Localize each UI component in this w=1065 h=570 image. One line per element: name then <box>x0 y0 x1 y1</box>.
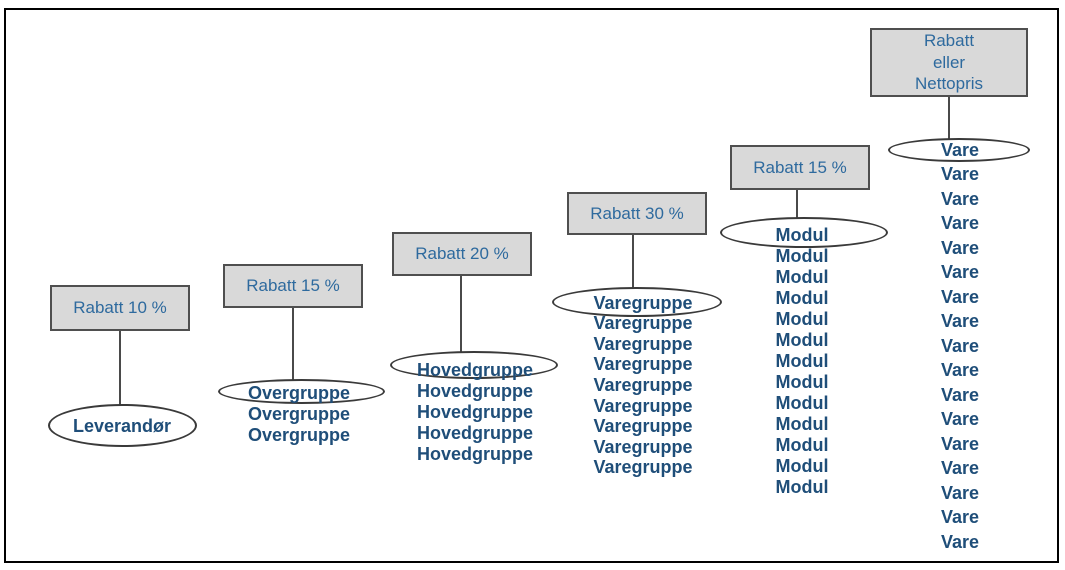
discount-box-label: Rabatt 15 % <box>753 157 847 177</box>
leverandor-ellipse <box>48 404 197 447</box>
overgruppe-ellipse <box>218 379 385 404</box>
level-label-modul: Modul <box>775 350 829 371</box>
level-label-vare: Vare <box>940 360 980 381</box>
discount-box-hovedgruppe: Rabatt 20 % <box>392 232 532 276</box>
level-label-overgruppe: Overgruppe <box>247 403 351 424</box>
level-label-modul: Modul <box>775 371 829 392</box>
discount-box-label: eller <box>932 52 966 72</box>
level-label-overgruppe: Overgruppe <box>247 382 351 403</box>
level-label-modul: Modul <box>775 266 829 287</box>
level-label-vare: Vare <box>940 458 980 479</box>
level-label-modul: Modul <box>775 287 829 308</box>
connector-line-leverandor <box>119 331 121 405</box>
discount-box-leverandor: Rabatt 10 % <box>50 285 190 331</box>
discount-box-label: Nettopris <box>914 74 984 94</box>
level-label-modul: Modul <box>775 392 829 413</box>
level-label-varegruppe: Varegruppe <box>593 292 693 313</box>
level-label-vare: Vare <box>940 286 980 307</box>
level-label-vare: Vare <box>940 507 980 528</box>
level-label-hovedgruppe: Hovedgruppe <box>416 443 533 464</box>
discount-box-label: Rabatt <box>923 31 975 51</box>
level-label-varegruppe: Varegruppe <box>593 416 693 437</box>
level-label-leverandor: Leverandør <box>72 415 172 436</box>
level-label-vare: Vare <box>940 335 980 356</box>
level-label-modul: Modul <box>775 455 829 476</box>
discount-box-varegruppe: Rabatt 30 % <box>567 192 707 235</box>
level-label-varegruppe: Varegruppe <box>593 375 693 396</box>
discount-box-label: Rabatt 10 % <box>73 298 167 318</box>
level-label-modul: Modul <box>775 434 829 455</box>
connector-line-overgruppe <box>292 308 294 380</box>
connector-line-vare <box>948 97 950 139</box>
level-label-hovedgruppe: Hovedgruppe <box>416 380 533 401</box>
level-label-vare: Vare <box>940 409 980 430</box>
level-label-overgruppe: Overgruppe <box>247 424 351 445</box>
discount-box-overgruppe: Rabatt 15 % <box>223 264 363 308</box>
level-label-vare: Vare <box>940 164 980 185</box>
level-label-vare: Vare <box>940 384 980 405</box>
discount-box-modul: Rabatt 15 % <box>730 145 870 190</box>
level-label-modul: Modul <box>775 245 829 266</box>
connector-line-modul <box>796 190 798 218</box>
level-label-hovedgruppe: Hovedgruppe <box>416 422 533 443</box>
vare-ellipse <box>888 138 1030 162</box>
level-label-modul: Modul <box>775 413 829 434</box>
level-label-vare: Vare <box>940 188 980 209</box>
level-label-modul: Modul <box>775 476 829 497</box>
discount-box-label: Rabatt 30 % <box>590 203 684 223</box>
level-label-varegruppe: Varegruppe <box>593 395 693 416</box>
discount-box-label: Rabatt 20 % <box>415 244 509 264</box>
level-label-vare: Vare <box>940 311 980 332</box>
level-list-leverandor: Leverandør <box>22 416 222 437</box>
level-label-vare: Vare <box>940 213 980 234</box>
level-label-varegruppe: Varegruppe <box>593 333 693 354</box>
modul-ellipse <box>720 217 888 248</box>
level-label-varegruppe: Varegruppe <box>593 436 693 457</box>
level-label-modul: Modul <box>775 308 829 329</box>
level-label-varegruppe: Varegruppe <box>593 354 693 375</box>
level-label-varegruppe: Varegruppe <box>593 457 693 478</box>
level-label-vare: Vare <box>940 237 980 258</box>
level-label-hovedgruppe: Hovedgruppe <box>416 401 533 422</box>
hovedgruppe-ellipse <box>390 351 558 379</box>
level-label-vare: Vare <box>940 482 980 503</box>
level-label-vare: Vare <box>940 531 980 552</box>
level-label-hovedgruppe: Hovedgruppe <box>416 359 533 380</box>
discount-box-label: Rabatt 15 % <box>246 276 340 296</box>
varegruppe-ellipse <box>552 287 722 317</box>
connector-line-hovedgruppe <box>460 276 462 352</box>
level-label-varegruppe: Varegruppe <box>593 313 693 334</box>
level-label-vare: Vare <box>940 139 980 160</box>
level-label-vare: Vare <box>940 262 980 283</box>
level-label-vare: Vare <box>940 433 980 454</box>
level-label-modul: Modul <box>775 224 829 245</box>
connector-line-varegruppe <box>632 235 634 288</box>
level-label-modul: Modul <box>775 329 829 350</box>
